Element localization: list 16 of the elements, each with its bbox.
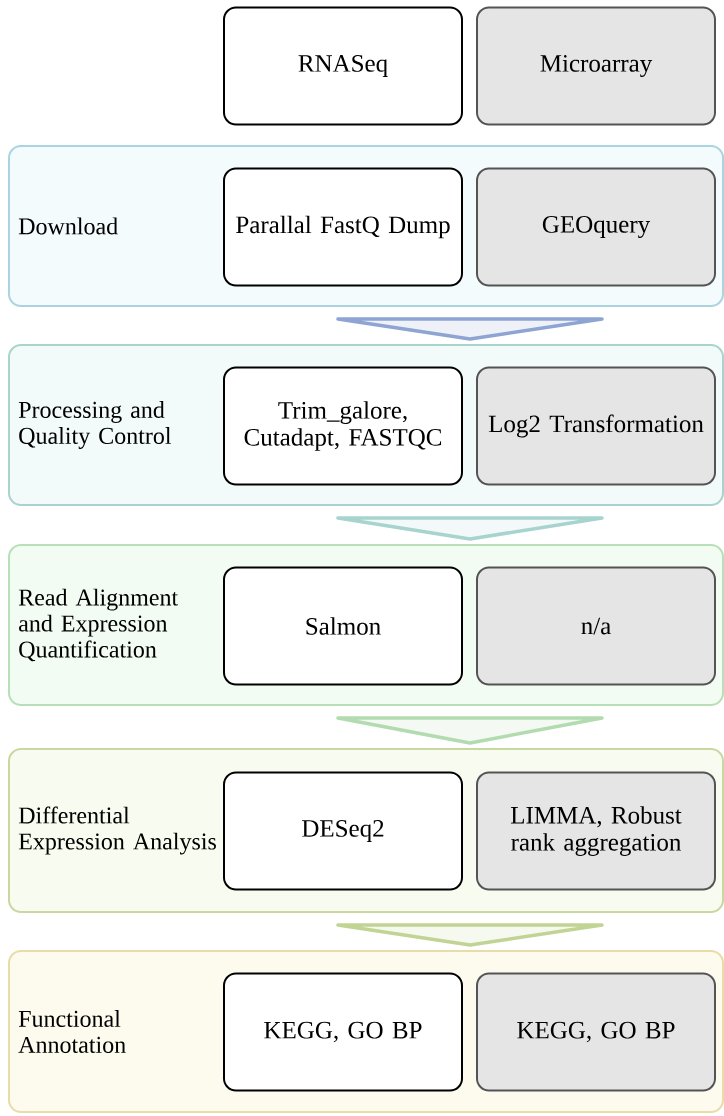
tool-box: Microarray xyxy=(476,6,716,126)
tool-box: Trim_galore, Cutadapt, FASTQC xyxy=(223,366,463,486)
tool-box: Log2 Transformation xyxy=(476,366,716,486)
chevron-arrow xyxy=(336,516,604,541)
chevron-arrow xyxy=(336,317,604,341)
tool-box: GEOquery xyxy=(476,167,716,287)
tool-box: KEGG, GO BP xyxy=(476,972,716,1092)
tool-box: n/a xyxy=(476,566,716,686)
tool-box: Salmon xyxy=(223,566,463,686)
tool-box: Parallal FastQ Dump xyxy=(223,167,463,287)
tool-box: DESeq2 xyxy=(223,771,463,891)
chevron-arrow xyxy=(336,716,604,745)
tool-box: LIMMA, Robust rank aggregation xyxy=(476,771,716,891)
tool-box: RNASeq xyxy=(223,6,463,126)
chevron-arrow xyxy=(336,923,604,947)
tool-box: KEGG, GO BP xyxy=(223,972,463,1092)
